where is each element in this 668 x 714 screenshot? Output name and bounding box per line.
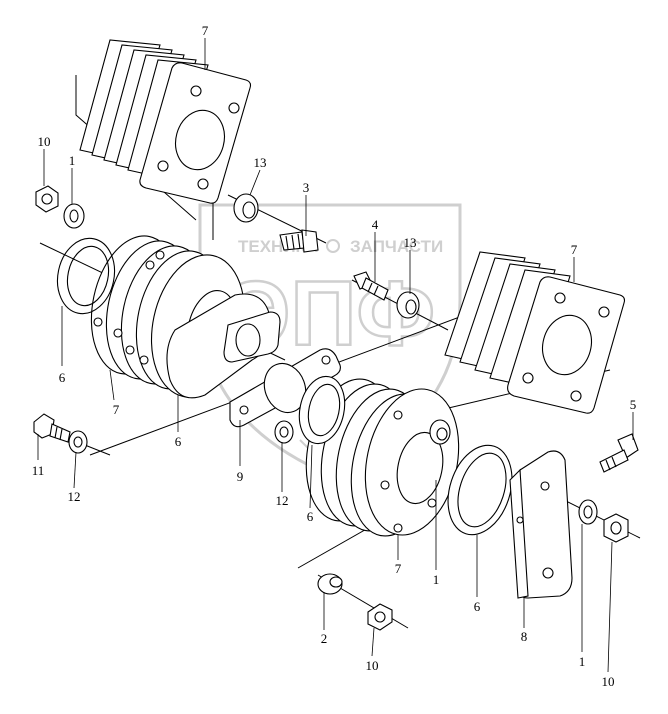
callout-6-bottom: 6	[474, 599, 481, 614]
callout-9: 9	[237, 469, 244, 484]
gasket-bore	[542, 314, 592, 376]
pipe-opening	[235, 323, 261, 357]
callout-leaders	[37, 38, 634, 673]
bolt-hole	[540, 481, 550, 491]
callout-1-bottom: 1	[433, 572, 440, 587]
bolt-hole	[197, 178, 209, 190]
callout-10-bottom: 10	[366, 658, 379, 673]
bolt	[599, 433, 639, 473]
bolt-hole	[145, 260, 155, 270]
watermark-gear-icon	[326, 239, 340, 253]
bolt-hole	[228, 102, 240, 114]
callout-12-mid: 12	[276, 493, 289, 508]
bushing	[396, 291, 420, 319]
bushing	[233, 193, 259, 223]
bolt-hole	[516, 516, 524, 524]
callout-5: 5	[630, 397, 637, 412]
callout-13-a: 13	[254, 155, 267, 170]
callout-6-left: 6	[59, 370, 66, 385]
bolt	[353, 271, 389, 301]
bolt-hole	[125, 345, 135, 355]
washer	[578, 499, 598, 525]
callout-7-right: 7	[571, 242, 578, 257]
bolt-hole	[598, 306, 610, 318]
bolt-hole	[380, 480, 390, 490]
flange-bore	[396, 431, 444, 505]
bolt-hole	[393, 523, 403, 533]
exhaust-pipe	[166, 293, 341, 428]
gasket-bore	[175, 109, 225, 171]
callout-labels: 7 10 1 13 3 4 13 7 6 7 6 5 11 12 9 12 6 …	[32, 23, 637, 689]
bolt-hole	[393, 410, 403, 420]
o-ring-left	[56, 237, 116, 315]
washer	[274, 420, 294, 444]
bolt-hole	[542, 567, 554, 579]
callout-12-left: 12	[68, 489, 81, 504]
o-ring-right	[447, 444, 513, 536]
bolt-hole	[155, 250, 165, 260]
hex-nut	[35, 185, 59, 213]
callout-3: 3	[303, 180, 310, 195]
callout-1-right: 1	[579, 654, 586, 669]
bolt-hole	[570, 390, 582, 402]
bolt-hole	[554, 292, 566, 304]
gasket-stack-right	[444, 251, 626, 414]
callout-7-left: 7	[113, 402, 120, 417]
watermark-caption-right: ЗАПЧАСТИ	[350, 237, 443, 256]
pipe-opening-lower	[263, 362, 307, 414]
fasteners	[33, 185, 639, 631]
bolt-hole	[157, 160, 169, 172]
washer	[68, 430, 88, 454]
callout-2: 2	[321, 631, 328, 646]
bolt-hole	[239, 405, 249, 415]
callout-11: 11	[32, 463, 45, 478]
callout-10-left: 10	[38, 134, 51, 149]
callout-13-b: 13	[404, 235, 417, 250]
callout-4: 4	[372, 217, 379, 232]
callout-7-top: 7	[202, 23, 209, 38]
bolt-hole	[113, 328, 123, 338]
bolt-hole	[522, 372, 534, 384]
bolt	[279, 229, 319, 253]
callout-7-bottom: 7	[395, 561, 402, 576]
bracket-flange	[509, 468, 529, 599]
bracket	[509, 450, 573, 599]
bolt-hole	[93, 317, 103, 327]
bolt-hole	[139, 355, 149, 365]
bolt	[33, 413, 71, 443]
washer	[63, 203, 85, 229]
gasket-stack-top	[79, 39, 252, 204]
callout-8: 8	[521, 629, 528, 644]
bolt-hole	[321, 355, 331, 365]
bushing	[429, 419, 451, 445]
o-ring-center	[298, 375, 346, 445]
bolt-hole	[427, 498, 437, 508]
hex-nut	[603, 513, 629, 543]
callout-1-left: 1	[69, 153, 76, 168]
bushing	[317, 573, 343, 595]
hex-nut	[367, 603, 393, 631]
callout-6-center: 6	[307, 509, 314, 524]
bolt-hole	[190, 85, 202, 97]
callout-10-right: 10	[602, 674, 615, 689]
callout-6-mid: 6	[175, 434, 182, 449]
